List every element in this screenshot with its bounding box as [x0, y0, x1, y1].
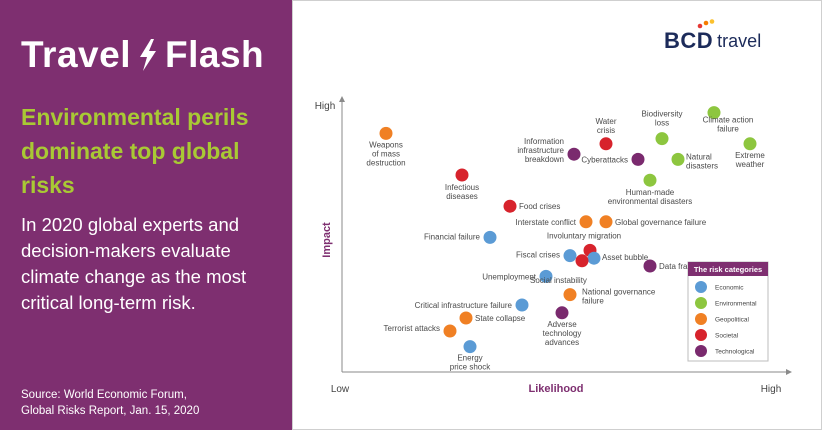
bcd-travel-logo: BCD travel: [664, 19, 762, 56]
risk-point: [587, 251, 601, 265]
y-tick-label: High: [315, 101, 336, 112]
risk-point-label: Food crises: [519, 202, 560, 211]
x-tick-label: Low: [331, 384, 350, 395]
risk-point: [599, 215, 613, 229]
risk-point-label: Social instability: [530, 276, 587, 285]
logo-dots-icon: [697, 19, 715, 29]
legend-title: The risk categories: [694, 265, 762, 274]
risk-point: [567, 147, 581, 161]
x-tick-label: High: [761, 384, 782, 395]
logo-bcd-text: BCD: [664, 19, 715, 54]
risk-point: [655, 132, 669, 146]
legend-swatch: [695, 329, 707, 341]
risk-point: [575, 254, 589, 268]
risk-point-label: Critical infrastructure failure: [415, 301, 513, 310]
intro-text: In 2020 global experts and decision-make…: [21, 214, 247, 313]
legend-label: Economic: [715, 285, 744, 292]
legend-label: Societal: [715, 333, 739, 340]
risk-point: [455, 168, 469, 182]
headline: Environmental perils dominate top global…: [21, 104, 249, 198]
risk-point: [459, 311, 473, 325]
risk-point-label: Fiscal crises: [516, 251, 560, 260]
risk-point: [463, 340, 477, 354]
risk-point-label: Financial failure: [424, 232, 481, 241]
risk-point-label: Global governance failure: [615, 218, 707, 227]
legend-header: [688, 262, 768, 276]
risk-point: [579, 215, 593, 229]
risk-point: [707, 106, 721, 120]
risk-point-label: Asset bubble: [602, 253, 649, 262]
legend-swatch: [695, 281, 707, 293]
risk-point: [503, 199, 517, 213]
brand-flash: Flash: [164, 34, 265, 75]
y-axis-arrow: [339, 96, 345, 102]
risk-point-label: Data fraud: [659, 262, 696, 271]
legend-label: Environmental: [715, 301, 757, 308]
logo-travel-text: travel: [717, 30, 762, 51]
risk-point: [443, 324, 457, 338]
risk-point-label: Unemployment: [482, 272, 537, 281]
brand-travel: Travel: [21, 34, 131, 75]
source-line-1: Source: World Economic Forum,: [21, 389, 187, 401]
risk-point: [563, 288, 577, 302]
risk-point: [599, 137, 613, 151]
logo-bcd-label: BCD: [664, 28, 714, 53]
risk-point: [515, 298, 529, 312]
y-axis-label: Impact: [321, 222, 333, 258]
brand-title: Travel Flash: [21, 34, 264, 76]
legend-box: [687, 261, 769, 362]
x-axis-label: Likelihood: [529, 383, 584, 395]
risk-point: [671, 152, 685, 166]
x-axis-arrow: [786, 369, 792, 375]
risk-point: [631, 152, 645, 166]
risk-point-label: Interstate conflict: [516, 218, 577, 227]
risk-point: [555, 306, 569, 320]
legend-label: Technological: [715, 349, 755, 356]
source-note: Source: World Economic Forum, Global Ris…: [21, 387, 286, 419]
risk-point: [643, 259, 657, 273]
risk-point-label: Cyberattacks: [581, 155, 628, 164]
left-panel: Travel Flash Environmental perils domina…: [0, 0, 292, 430]
risk-point: [483, 230, 497, 244]
risk-point-label: Terrorist attacks: [384, 324, 440, 333]
risk-point-label: State collapse: [475, 314, 526, 323]
risk-point: [563, 249, 577, 263]
legend-swatch: [695, 345, 707, 357]
risk-point: [743, 137, 757, 151]
legend-label: Geopolitical: [715, 317, 750, 324]
legend-swatch: [695, 313, 707, 325]
risk-point-label: Involuntary migration: [547, 231, 621, 240]
risk-point: [643, 173, 657, 187]
lightning-bolt-icon: [139, 39, 156, 71]
risk-point: [379, 126, 393, 140]
source-line-2: Global Risks Report, Jan. 15, 2020: [21, 405, 200, 417]
legend-swatch: [695, 297, 707, 309]
risk-point: [539, 269, 553, 283]
